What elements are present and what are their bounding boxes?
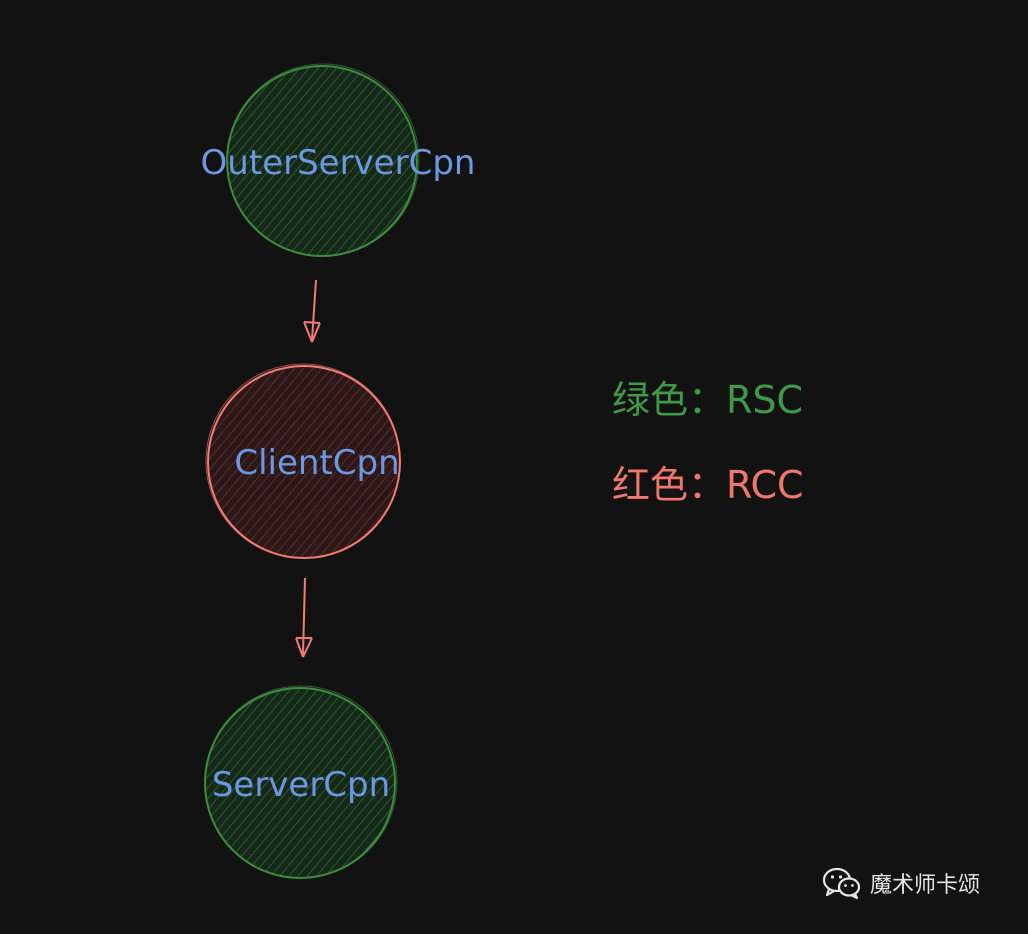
node-label: ServerCpn	[212, 765, 390, 805]
node-client-cpn: ClientCpn	[205, 363, 401, 559]
node-label: OuterServerCpn	[201, 143, 476, 183]
wechat-icon	[822, 867, 861, 900]
legend-rcc: 红色：RCC	[612, 463, 804, 507]
watermark: 魔术师卡颂	[822, 866, 980, 900]
watermark-text: 魔术师卡颂	[870, 873, 981, 898]
arrow-outer-to-client	[303, 279, 321, 343]
legend-rsc: 绿色：RSC	[612, 378, 804, 422]
node-label: ClientCpn	[234, 443, 399, 483]
node-outer-server-cpn: OuterServerCpn	[201, 63, 476, 257]
arrow-client-to-server	[295, 577, 313, 658]
node-server-cpn: ServerCpn	[204, 685, 398, 879]
